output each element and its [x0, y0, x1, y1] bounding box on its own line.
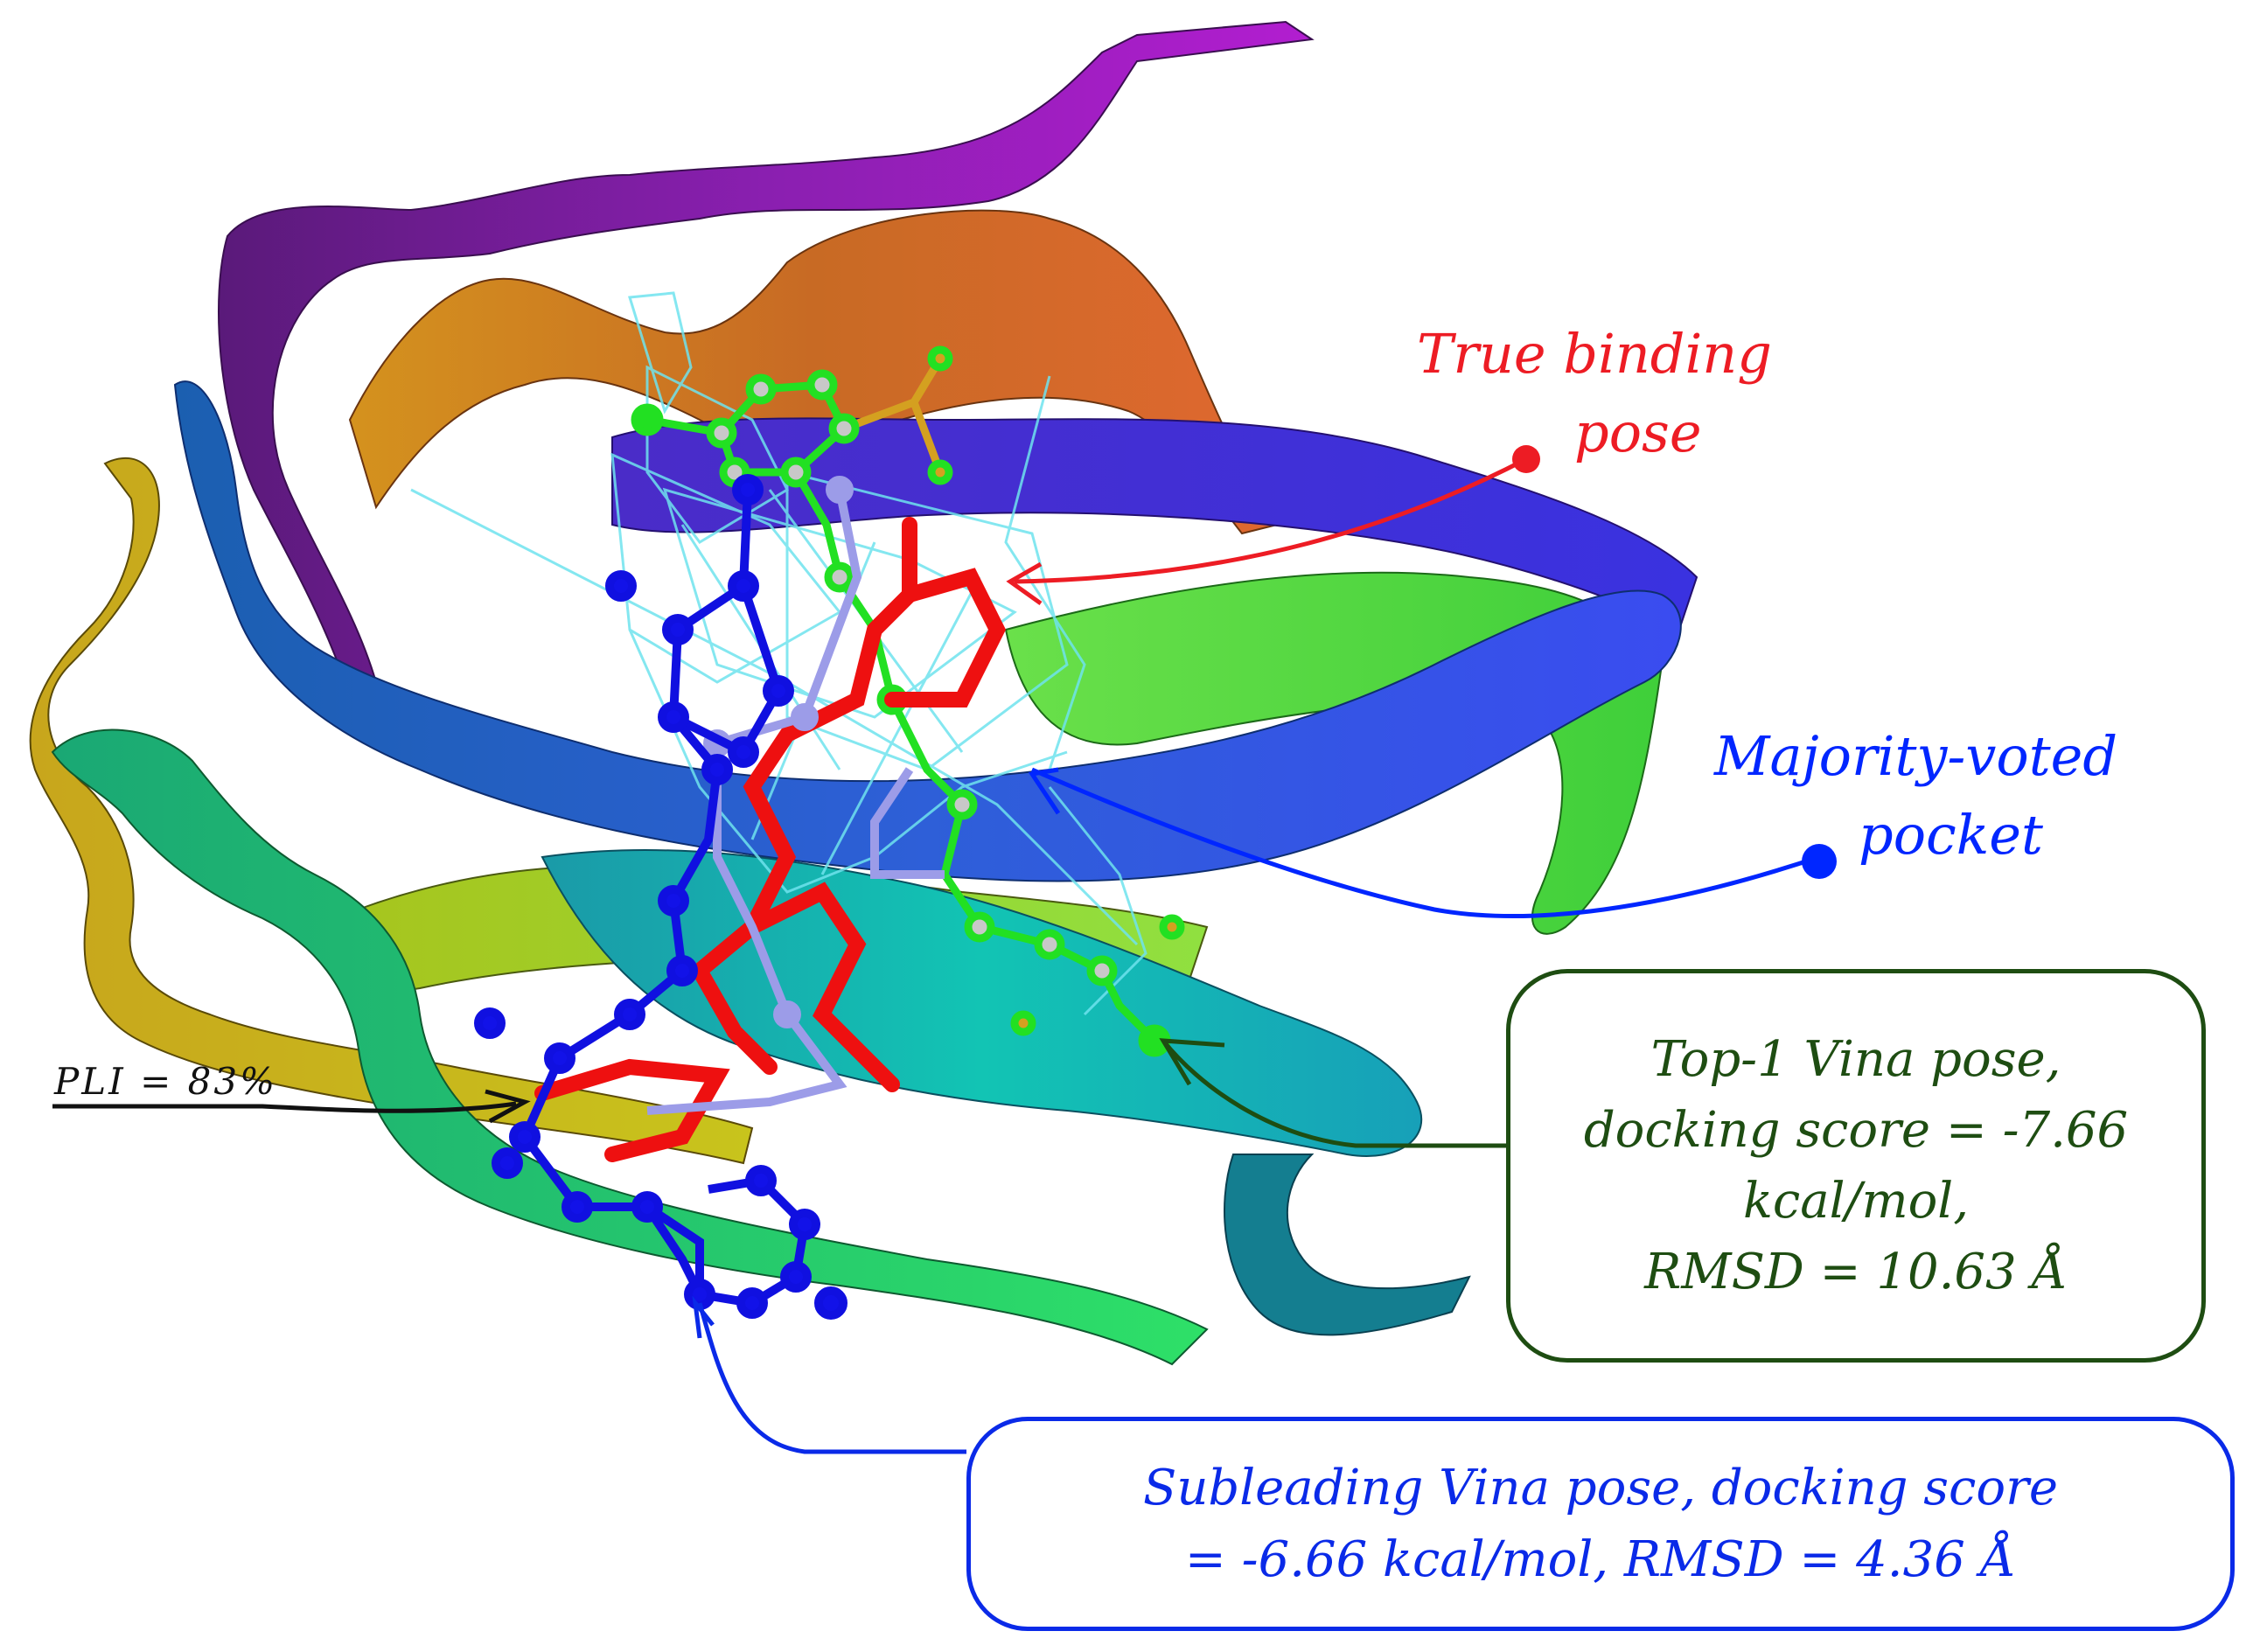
pocket-arrowhead: [1028, 767, 1061, 815]
pocket-connector: [1030, 767, 1820, 918]
subleading-line-2: = -6.66 kcal/mol, RMSD = 4.36 Å: [1184, 1530, 2017, 1588]
subleading-arrowhead: [692, 1295, 715, 1339]
top1-vina-pose-box: Top-1 Vina pose, docking score = -7.66 k…: [1506, 969, 2206, 1363]
annotation-connectors: [52, 445, 1837, 1454]
ribbon-teal-loop: [1224, 1154, 1471, 1336]
top1-arrowhead: [1159, 1038, 1225, 1086]
true-binding-pose-label: True binding pose: [1417, 315, 1772, 472]
ribbon-indigo: [611, 417, 1698, 631]
pli-arrowhead: [485, 1089, 531, 1124]
top1-line-4: RMSD = 10.63 Å: [1644, 1244, 2068, 1301]
top1-ligand: [631, 345, 1185, 1057]
lavender-ligand: [646, 476, 945, 1115]
ribbon-blue: [173, 380, 1682, 882]
top1-line-3: kcal/mol,: [1743, 1173, 1969, 1230]
subleading-connector: [697, 1302, 966, 1454]
top1-line-2: docking score = -7.66: [1583, 1101, 2129, 1159]
protein-ribbons: [29, 20, 1698, 1366]
true-pose-dot: [1512, 445, 1540, 473]
pli-underline: [52, 1101, 517, 1113]
pocket-dot: [1802, 844, 1837, 879]
top1-line-1: Top-1 Vina pose,: [1650, 1030, 2061, 1088]
majority-pocket-line2: pocket: [1859, 803, 2043, 867]
majority-pocket-line1: Majority-voted: [1714, 724, 2118, 788]
subleading-line-1: Subleading Vina pose, docking score: [1142, 1460, 2059, 1517]
true-binding-line1: True binding: [1417, 322, 1772, 386]
ribbon-sea-green: [51, 728, 1209, 1366]
subleading-vina-pose-box: Subleading Vina pose, docking score = -6…: [966, 1417, 2235, 1631]
pli-label: PLI = 83%: [54, 1060, 277, 1103]
majority-voted-pocket-label: Majority-voted pocket: [1714, 717, 2117, 875]
true-pose-ligand: [534, 517, 1007, 1162]
subleading-ligand: [474, 474, 847, 1320]
true-pose-arrowhead: [1006, 561, 1043, 606]
top1-connector: [1161, 1039, 1506, 1148]
true-binding-line2: pose: [1574, 401, 1702, 464]
true-pose-connector: [1014, 457, 1528, 584]
